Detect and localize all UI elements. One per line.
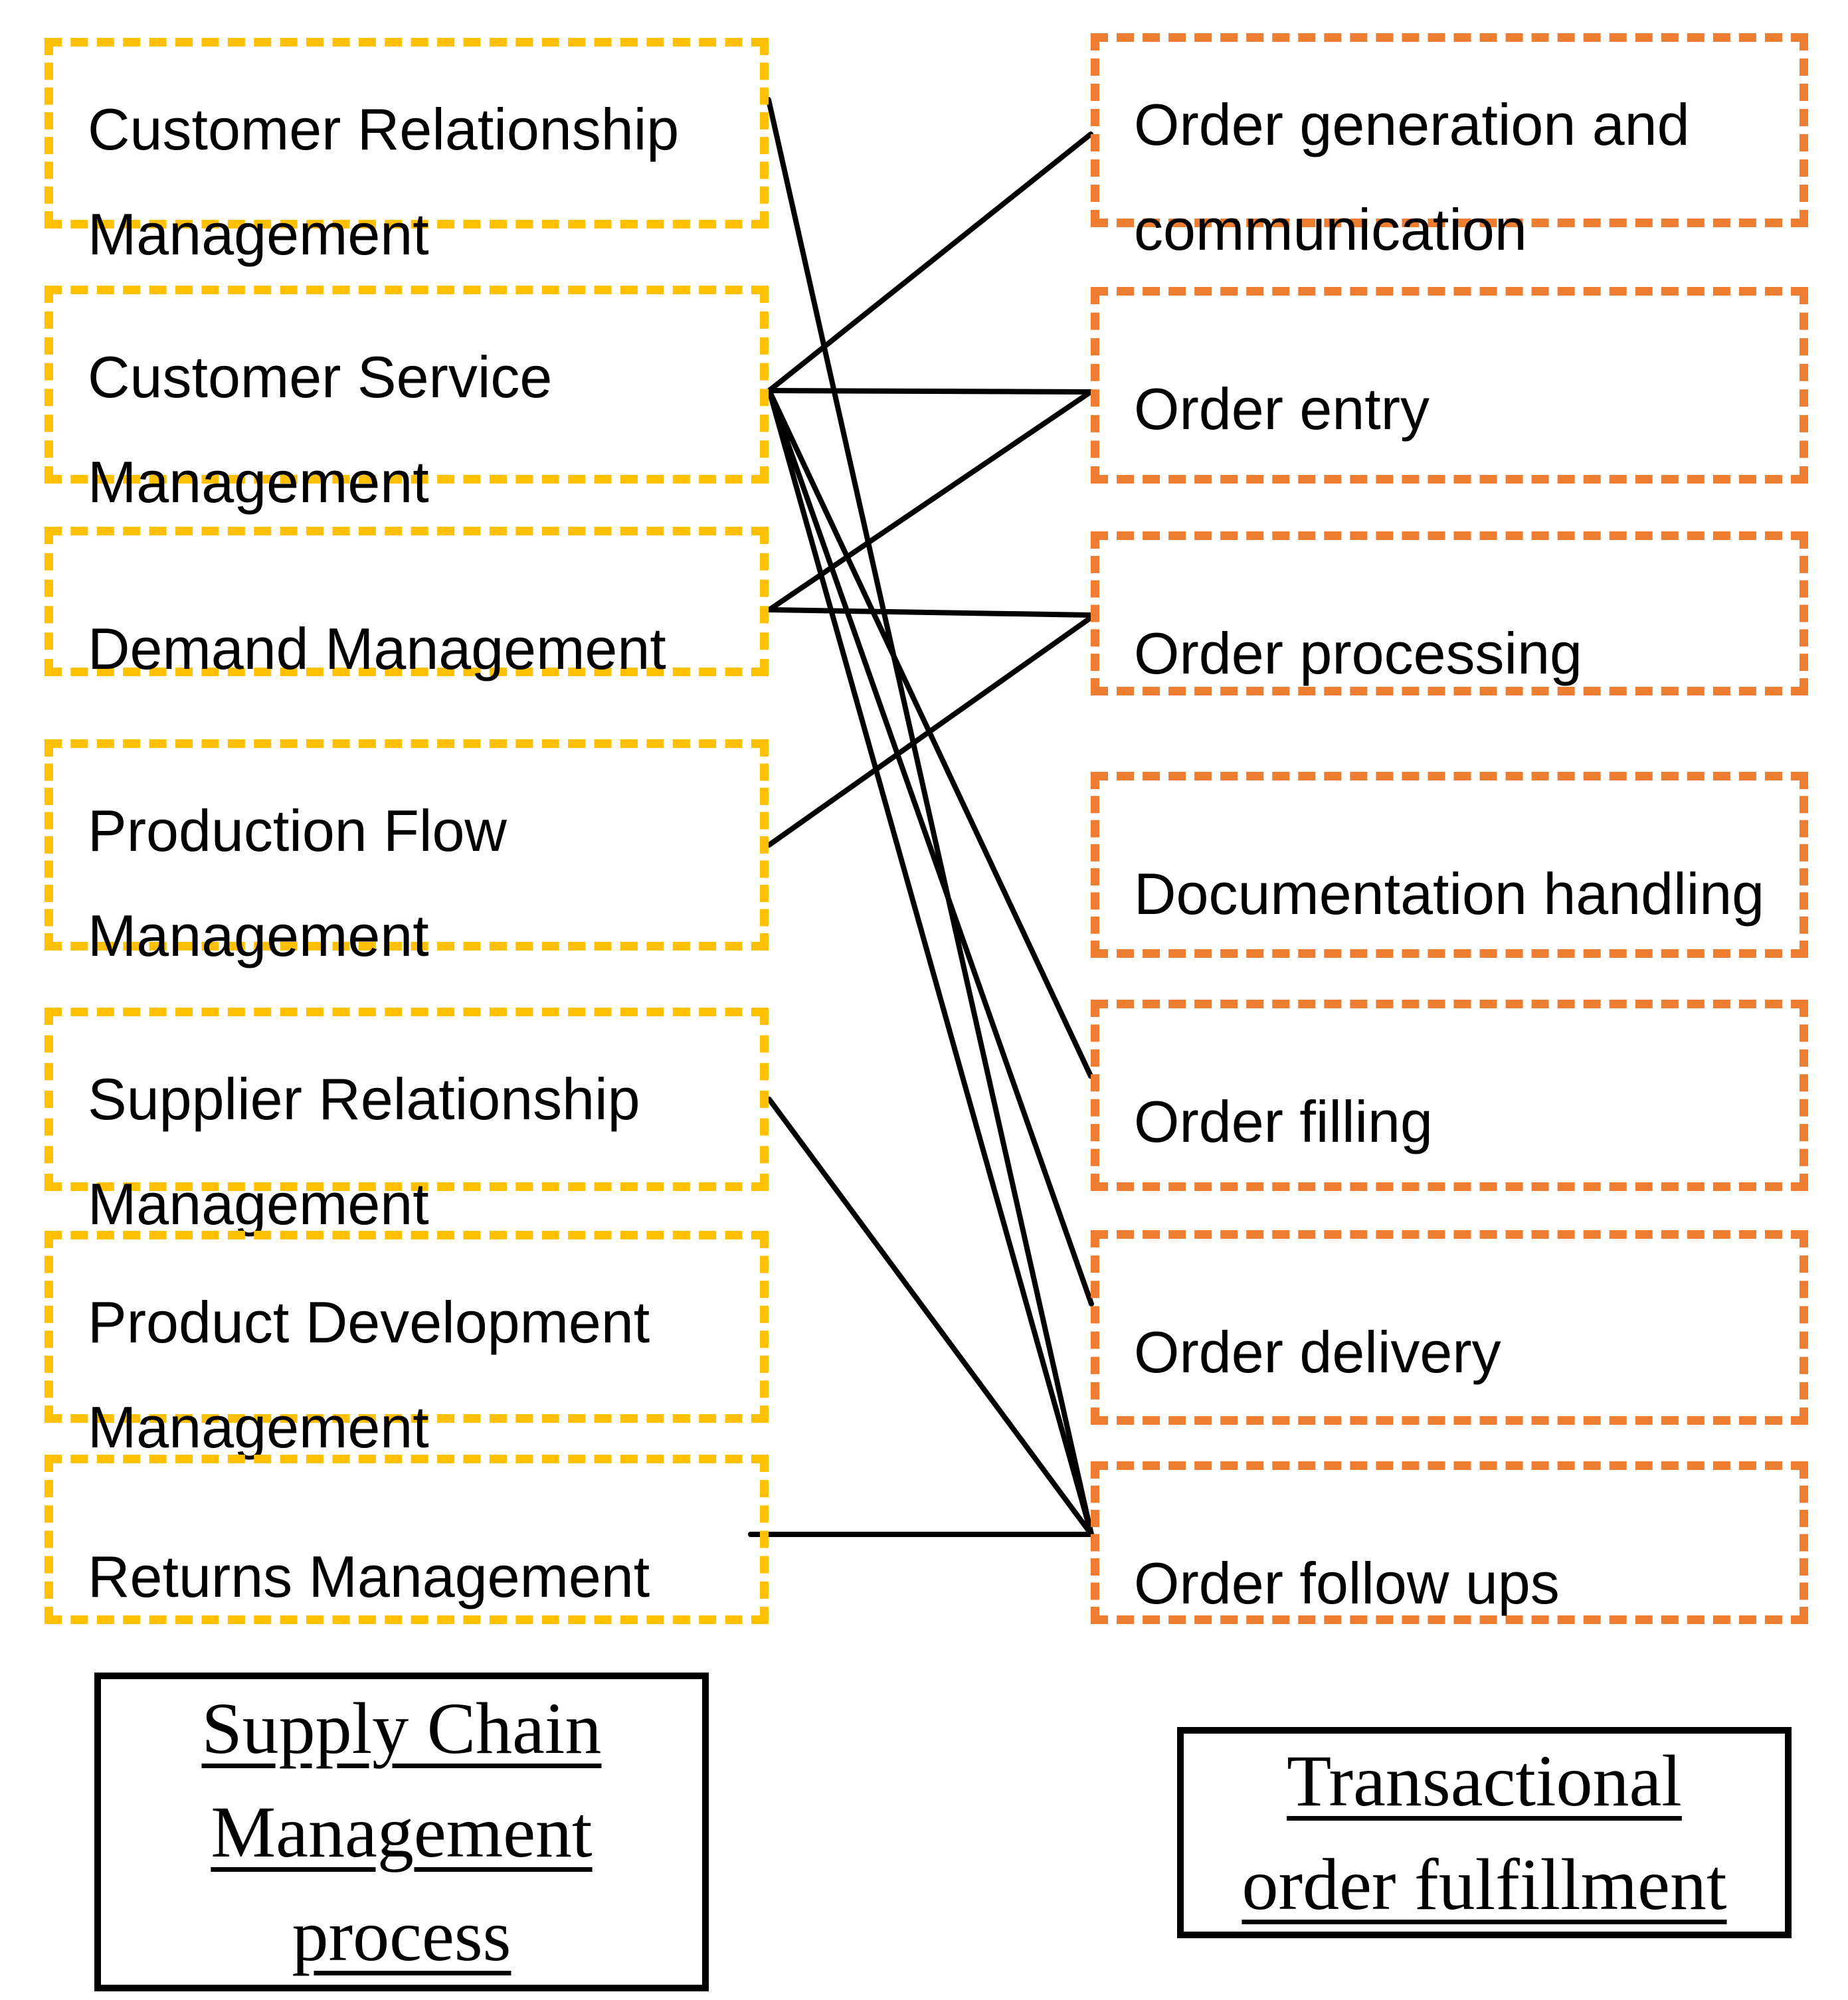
connector-line-csm-to-od [767, 388, 1094, 1307]
left-footer-text-line: Management [211, 1791, 593, 1872]
left-footer-text-line: Supply Chain [201, 1687, 602, 1769]
connector-line-srm-to-ofu [767, 1097, 1094, 1537]
process-box-rm-label-line: Returns Management [88, 1544, 650, 1609]
transactional-order-fulfillment-label-box: Transactional order fulfillment [1177, 1727, 1792, 1938]
process-box-pdm-label-line: Management [88, 1394, 429, 1460]
process-box-crm-label-line: Management [88, 201, 429, 267]
process-box-of: Order filling [1091, 1000, 1808, 1191]
process-box-od-label-line: Order delivery [1134, 1319, 1501, 1385]
connector-line-csm-to-ofu [767, 388, 1094, 1537]
process-box-srm-label-line: Supplier Relationship [88, 1066, 640, 1132]
process-box-pdm-label-line: Product Development [88, 1289, 650, 1355]
process-box-dm: Demand Management [45, 527, 769, 682]
process-box-dm-label-line: Demand Management [88, 616, 666, 682]
right-footer-text-line: Transactional [1287, 1740, 1682, 1821]
process-box-crm-label-line: Customer Relationship [88, 96, 680, 162]
process-box-ofu-label-line: Order follow ups [1134, 1550, 1560, 1616]
connector-line-csm-to-oe [767, 388, 1093, 395]
process-box-op-label-line: Order processing [1134, 620, 1582, 686]
process-box-ofu: Order follow ups [1091, 1461, 1808, 1624]
process-box-rm: Returns Management [45, 1455, 769, 1624]
process-box-ogc: Order generation and communication [1091, 33, 1808, 262]
process-box-ogc-label-line: Order generation and [1134, 92, 1690, 157]
process-box-csm-label-line: Customer Service [88, 344, 553, 410]
connector-line-pfm-to-op [767, 615, 1093, 848]
process-box-op: Order processing [1091, 531, 1808, 695]
process-box-csm-label-line: Management [88, 449, 429, 515]
process-box-pfm-label-line: Production Flow [88, 798, 507, 864]
connector-line-dm-to-oe [767, 389, 1093, 612]
connector-line-dm-to-op [767, 607, 1093, 618]
process-box-srm-label-line: Management [88, 1171, 429, 1237]
connector-line-crm-to-ofu [766, 97, 1094, 1537]
process-box-dh: Documentation handling [1091, 772, 1808, 958]
process-box-oe-label-line: Order entry [1134, 376, 1430, 442]
process-box-oe: Order entry [1091, 287, 1808, 484]
connector-line-csm-to-of [767, 388, 1093, 1079]
right-footer-text-line: order fulfillment [1242, 1844, 1727, 1925]
process-box-ogc-label-line: communication [1134, 197, 1527, 262]
process-box-od: Order delivery [1091, 1230, 1808, 1425]
process-box-pfm-label-line: Management [88, 903, 429, 968]
process-box-of-label-line: Order filling [1134, 1089, 1433, 1154]
connector-line-csm-to-ogc [767, 132, 1093, 393]
left-footer-text-line: process [292, 1895, 511, 1977]
process-box-dh-label-line: Documentation handling [1134, 861, 1765, 927]
